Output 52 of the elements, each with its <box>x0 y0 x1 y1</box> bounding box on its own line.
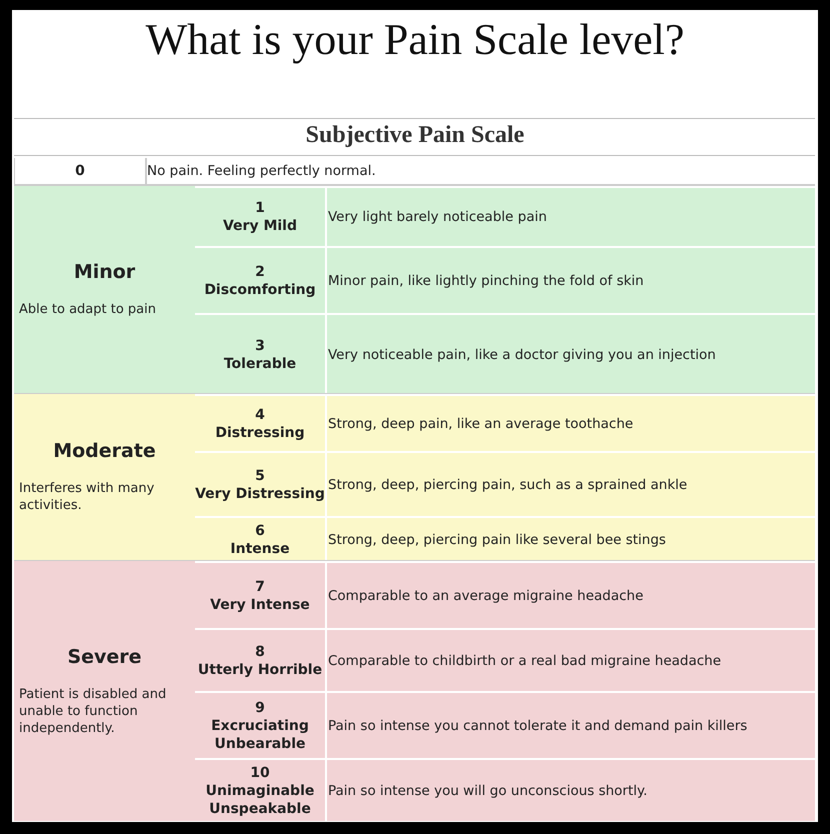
level-name: Very Distressing <box>195 484 325 502</box>
level-name: Distressing <box>215 424 305 442</box>
title: What is your Pain Scale level? <box>144 14 686 65</box>
scale-row <box>195 246 815 313</box>
level-name: Excruciating Unbearable <box>210 716 310 752</box>
level-number: 0 <box>75 162 85 180</box>
scale-row <box>195 186 815 246</box>
pain-description: Pain so intense you will go unconscious shortly. <box>328 783 648 799</box>
level-number: 2 <box>255 262 265 280</box>
level-name: Very Intense <box>210 596 310 614</box>
severity-name: Minor <box>72 261 136 283</box>
severity-band <box>14 560 815 821</box>
scale-row <box>195 628 815 691</box>
severity-band <box>14 393 815 560</box>
scale-row <box>195 691 815 758</box>
pain-description: Pain so intense you cannot tolerate it and demand pain killers <box>328 718 748 734</box>
scale-row <box>195 758 815 822</box>
level-number: 6 <box>255 522 265 540</box>
level-name: Discomforting <box>204 280 316 298</box>
severity-description: Able to adapt to pain <box>18 301 157 318</box>
pain-description: Strong, deep pain, like an average toothache <box>328 416 634 432</box>
table-heading: Subjective Pain Scale <box>304 122 526 149</box>
pain-description: Very noticeable pain, like a doctor giving you an injection <box>328 346 716 362</box>
level-number: 3 <box>255 336 265 354</box>
level-name: Utterly Horrible <box>198 660 322 678</box>
level-number: 7 <box>255 578 265 596</box>
level-name: Unimaginable Unspeakable <box>204 782 316 818</box>
level-name: Very Mild <box>222 217 298 235</box>
pain-description: Minor pain, like lightly pinching the fold of skin <box>328 272 644 288</box>
level-name: Tolerable <box>224 354 296 372</box>
severity-name: Severe <box>66 646 143 668</box>
level-number: 5 <box>255 466 265 484</box>
severity-band <box>14 185 815 393</box>
scale-row <box>195 451 815 516</box>
pain-description: Strong, deep, piercing pain, such as a sprained ankle <box>328 476 688 492</box>
scale-row <box>195 561 815 628</box>
level-number: 8 <box>255 642 265 660</box>
pain-description: Very light barely noticeable pain <box>328 209 547 225</box>
level-name: Intense <box>230 540 290 558</box>
pain-description: Comparable to an average migraine headache <box>328 588 644 604</box>
scale-row <box>14 158 815 185</box>
severity-description: Interferes with many activities. <box>18 480 156 514</box>
pain-description: No pain. Feeling perfectly normal. <box>147 163 376 179</box>
level-number: 4 <box>255 406 265 424</box>
pain-description: Comparable to childbirth or a real bad migraine headache <box>328 652 722 668</box>
level-number: 1 <box>255 199 265 217</box>
severity-description: Patient is disabled and unable to function independently. <box>18 686 168 736</box>
pain-description: Strong, deep, piercing pain like several bee stings <box>328 532 666 548</box>
level-number: 10 <box>250 764 270 782</box>
level-number: 9 <box>255 698 265 716</box>
severity-name: Moderate <box>52 440 157 462</box>
scale-row <box>195 394 815 451</box>
